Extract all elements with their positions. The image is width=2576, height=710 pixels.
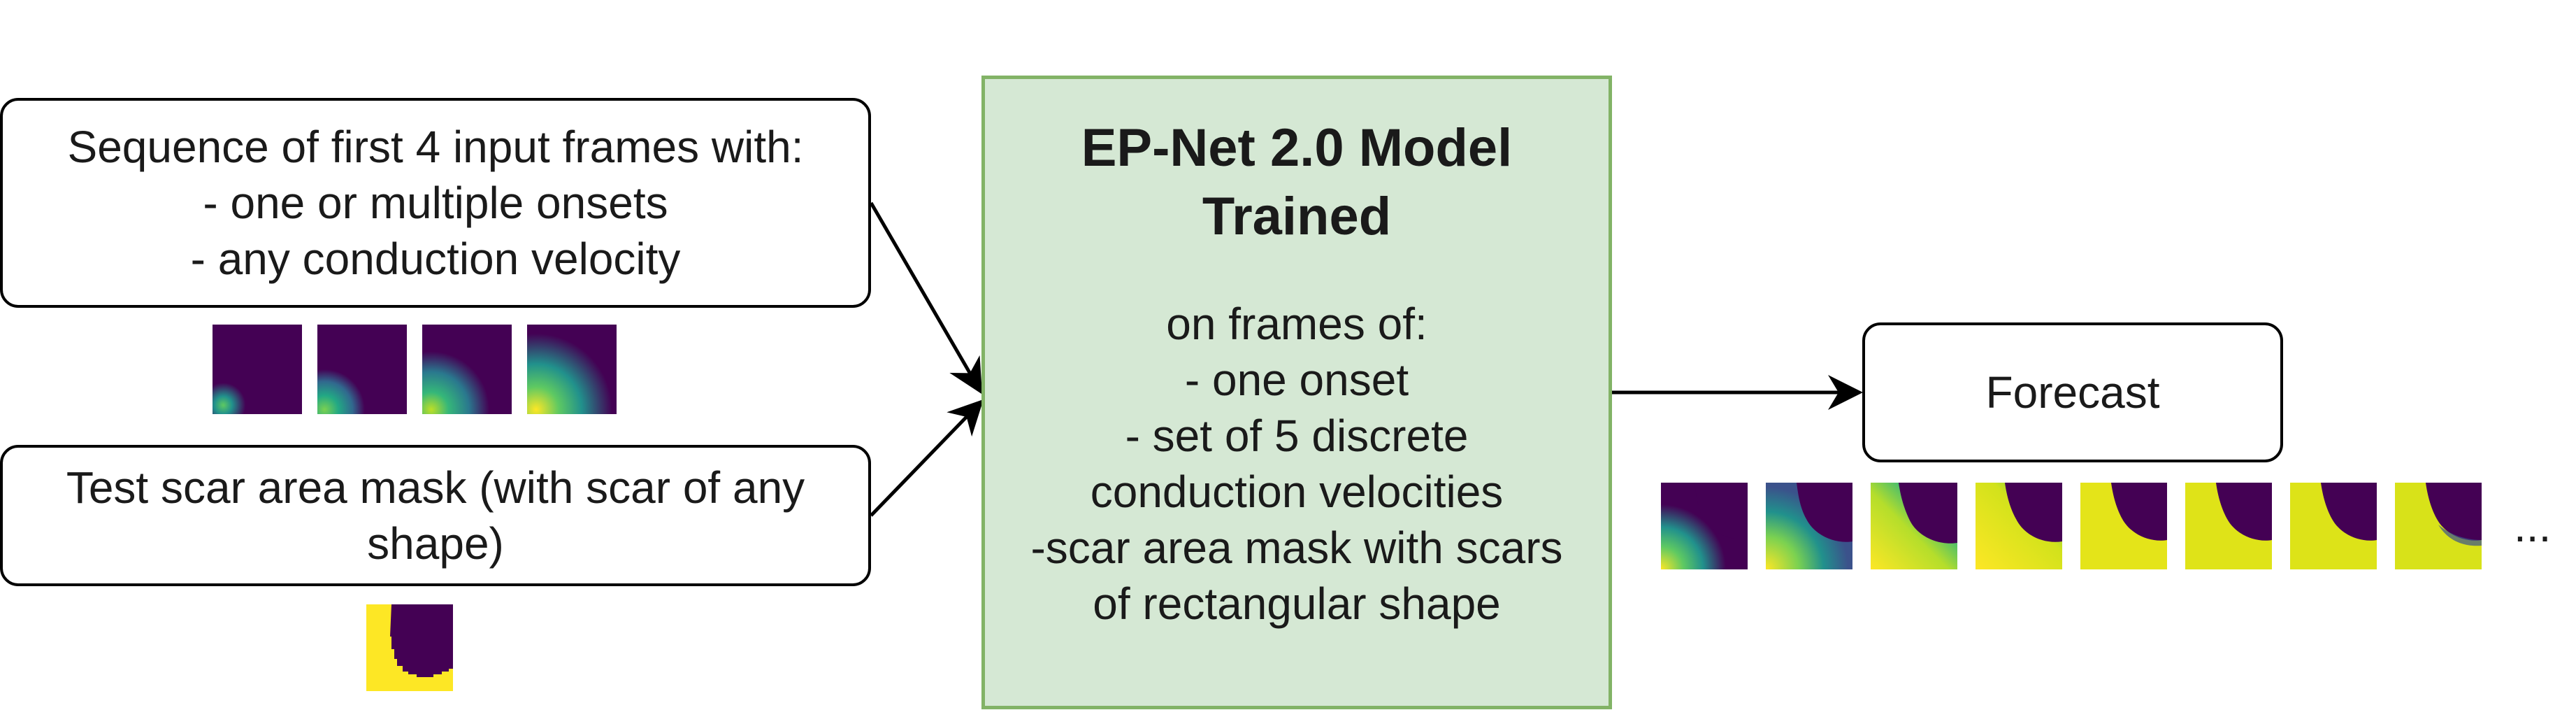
mask-box-line-2: shape) xyxy=(367,518,504,569)
forecast-frame-3 xyxy=(1871,483,1957,569)
input-sequence-box: Sequence of first 4 input frames with: -… xyxy=(0,98,871,308)
arrow-input-to-model xyxy=(869,201,983,395)
scar-mask-box: Test scar area mask (with scar of any sh… xyxy=(0,445,871,586)
scar-mask-image xyxy=(366,604,453,691)
forecast-frame-5 xyxy=(2080,483,2167,569)
model-desc-line-3: - set of 5 discrete xyxy=(1125,411,1469,461)
model-title-line-1: EP-Net 2.0 Model xyxy=(1081,118,1513,178)
model-title-line-2: Trained xyxy=(1202,187,1392,246)
model-box: EP-Net 2.0 Model Trained on frames of: -… xyxy=(981,76,1612,709)
forecast-frame-8 xyxy=(2395,483,2482,569)
arrow-mask-to-model xyxy=(870,399,984,517)
model-title: EP-Net 2.0 Model Trained xyxy=(985,114,1609,251)
model-desc-line-4: conduction velocities xyxy=(1090,467,1504,517)
input-frame-4 xyxy=(527,325,617,414)
model-desc-line-2: - one onset xyxy=(1184,355,1409,405)
input-box-line-3: - any conduction velocity xyxy=(190,234,681,284)
forecast-label: Forecast xyxy=(1985,367,2160,418)
model-desc-line-5: -scar area mask with scars xyxy=(1030,523,1563,573)
input-frame-2 xyxy=(317,325,407,414)
input-frame-1 xyxy=(213,325,302,414)
forecast-continuation-ellipsis: ... xyxy=(2514,501,2552,551)
forecast-frame-2 xyxy=(1766,483,1852,569)
input-box-line-2: - one or multiple onsets xyxy=(203,178,668,228)
forecast-frame-6 xyxy=(2185,483,2272,569)
forecast-frame-4 xyxy=(1976,483,2062,569)
input-frame-3 xyxy=(422,325,512,414)
model-desc-line-1: on frames of: xyxy=(1166,299,1427,349)
model-description: on frames of: - one onset - set of 5 dis… xyxy=(985,296,1609,632)
model-desc-line-6: of rectangular shape xyxy=(1093,578,1501,629)
forecast-box: Forecast xyxy=(1862,322,2283,462)
mask-box-line-1: Test scar area mask (with scar of any xyxy=(66,462,805,513)
forecast-frame-1 xyxy=(1661,483,1748,569)
forecast-frame-7 xyxy=(2290,483,2377,569)
input-box-line-1: Sequence of first 4 input frames with: xyxy=(67,122,804,172)
